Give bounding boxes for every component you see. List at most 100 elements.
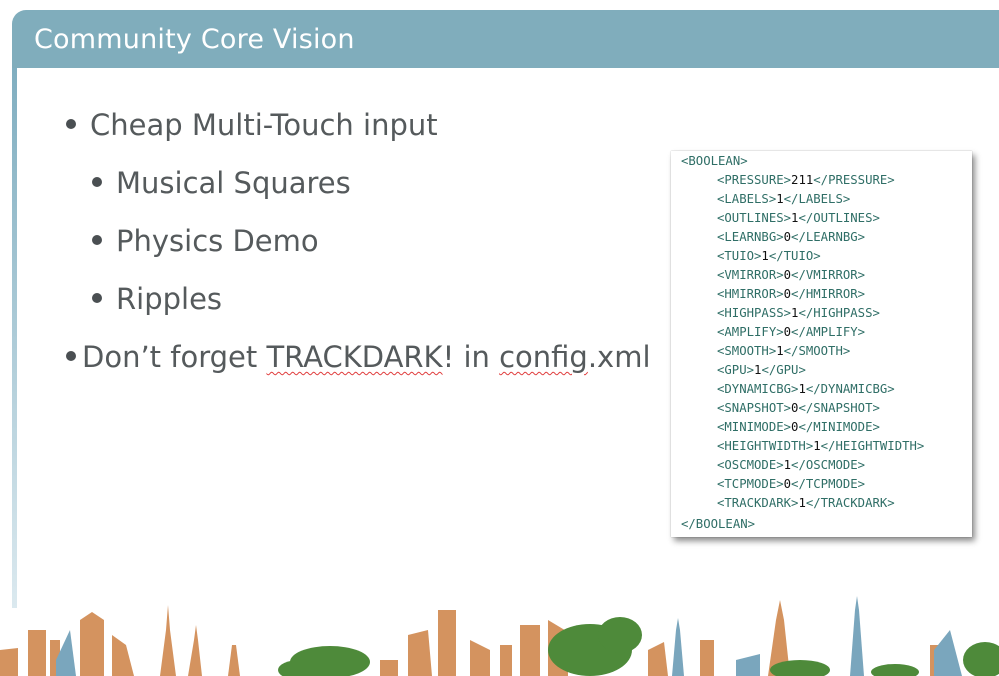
- xml-entry-outlines: <OUTLINES>1</OUTLINES>: [717, 209, 880, 228]
- bullet-dot-icon: [66, 351, 76, 361]
- xml-value: 1: [798, 496, 806, 510]
- xml-entry-pressure: <PRESSURE>211</PRESSURE>: [717, 171, 895, 190]
- xml-open-tag: <SNAPSHOT>: [717, 401, 792, 415]
- xml-open-tag: <HMIRROR>: [717, 287, 784, 301]
- xml-open-tag: <TCPMODE>: [717, 477, 784, 491]
- xml-open-tag: <GPU>: [717, 363, 755, 377]
- xml-value: 0: [783, 325, 792, 339]
- bullet-dot-icon: [92, 235, 102, 245]
- slide-title: Community Core Vision: [34, 24, 355, 55]
- xml-value: 0: [783, 268, 792, 282]
- xml-value: 0: [783, 477, 792, 491]
- xml-close-tag: </TCPMODE>: [791, 477, 866, 491]
- xml-value: 1: [761, 249, 769, 263]
- note-file-stem: config: [499, 340, 588, 374]
- xml-entry-vmirror: <VMIRROR>0</VMIRROR>: [717, 266, 865, 285]
- bullet-dot-icon: [92, 293, 102, 303]
- bullet-item: Physics Demo: [92, 224, 319, 258]
- xml-entry-amplify: <AMPLIFY>0</AMPLIFY>: [717, 323, 865, 342]
- xml-value: 1: [798, 382, 806, 396]
- xml-open-tag: <LEARNBG>: [717, 230, 784, 244]
- xml-open-tag: <PRESSURE>: [717, 173, 792, 187]
- skyline-buildings: [0, 600, 946, 676]
- bullet-item: Cheap Multi-Touch input: [66, 108, 438, 142]
- title-bar: Community Core Vision: [12, 10, 999, 68]
- xml-value: 1: [791, 306, 799, 320]
- xml-value: 0: [783, 287, 792, 301]
- xml-entry-minimode: <MINIMODE>0</MINIMODE>: [717, 418, 880, 437]
- xml-value: 1: [776, 344, 784, 358]
- xml-open-tag: <VMIRROR>: [717, 268, 784, 282]
- city-skyline-illustration: [0, 596, 999, 676]
- xml-close-tag: </OUTLINES>: [798, 211, 880, 225]
- xml-open-root: <BOOLEAN>: [681, 154, 748, 168]
- note-file-ext: .xml: [587, 340, 651, 374]
- xml-value: 0: [791, 420, 799, 434]
- left-accent-rule: [12, 68, 17, 608]
- xml-value: 1: [776, 192, 784, 206]
- bullet-dot-icon: [66, 119, 76, 129]
- note-term: TRACKDARK: [266, 340, 443, 374]
- xml-entry-labels: <LABELS>1</LABELS>: [717, 190, 850, 209]
- xml-close-tag: </DYNAMICBG>: [805, 382, 895, 396]
- xml-open-tag: <LABELS>: [717, 192, 777, 206]
- bullet-text: Cheap Multi-Touch input: [90, 108, 438, 142]
- xml-close-tag: </TRACKDARK>: [805, 496, 895, 510]
- xml-close-tag: </HMIRROR>: [791, 287, 866, 301]
- xml-open-tag: <TRACKDARK>: [717, 496, 799, 510]
- xml-open-tag: <AMPLIFY>: [717, 325, 784, 339]
- xml-entry-tuio: <TUIO>1</TUIO>: [717, 247, 821, 266]
- bullet-item: Ripples: [92, 282, 222, 316]
- xml-open-tag: <HEIGHTWIDTH>: [717, 439, 814, 453]
- xml-entry-learnbg: <LEARNBG>0</LEARNBG>: [717, 228, 865, 247]
- xml-value: 211: [791, 173, 814, 187]
- xml-entry-snapshot: <SNAPSHOT>0</SNAPSHOT>: [717, 399, 880, 418]
- xml-close-tag: </HEIGHTWIDTH>: [820, 439, 925, 453]
- xml-value: 1: [813, 439, 821, 453]
- xml-close-tag: </VMIRROR>: [791, 268, 866, 282]
- xml-close-tag: </AMPLIFY>: [791, 325, 866, 339]
- bullet-text: Musical Squares: [116, 166, 351, 200]
- xml-value: 0: [791, 401, 799, 415]
- xml-open-tag: <OUTLINES>: [717, 211, 792, 225]
- xml-close-tag: </LEARNBG>: [791, 230, 866, 244]
- xml-open-tag: <OSCMODE>: [717, 458, 784, 472]
- xml-entry-gpu: <GPU>1</GPU>: [717, 361, 806, 380]
- xml-close-root: </BOOLEAN>: [681, 517, 756, 531]
- xml-entry-smooth: <SMOOTH>1</SMOOTH>: [717, 342, 850, 361]
- xml-value: 1: [783, 458, 792, 472]
- xml-entry-dynamicbg: <DYNAMICBG>1</DYNAMICBG>: [717, 380, 895, 399]
- bullet-text: Physics Demo: [116, 224, 319, 258]
- xml-close-tag: </PRESSURE>: [813, 173, 895, 187]
- xml-entry-heightwidth: <HEIGHTWIDTH>1</HEIGHTWIDTH>: [717, 437, 924, 456]
- xml-open-tag: <SMOOTH>: [717, 344, 777, 358]
- note-item: Don’t forget TRACKDARK! in config.xml: [66, 340, 651, 374]
- xml-entry-hmirror: <HMIRROR>0</HMIRROR>: [717, 285, 865, 304]
- xml-close-tag: </GPU>: [761, 363, 806, 377]
- xml-open-tag: <HIGHPASS>: [717, 306, 792, 320]
- config-xml-screenshot: <BOOLEAN> <PRESSURE>211</PRESSURE><LABEL…: [671, 151, 972, 537]
- xml-close-tag: </HIGHPASS>: [798, 306, 880, 320]
- note-middle: ! in: [442, 340, 500, 374]
- xml-close-tag: </MINIMODE>: [798, 420, 880, 434]
- xml-value: 0: [783, 230, 792, 244]
- xml-close-tag: </SMOOTH>: [783, 344, 851, 358]
- bullet-item: Musical Squares: [92, 166, 351, 200]
- xml-open-tag: <MINIMODE>: [717, 420, 792, 434]
- xml-value: 1: [754, 363, 762, 377]
- xml-entry-tcpmode: <TCPMODE>0</TCPMODE>: [717, 475, 865, 494]
- skyline-blue-buildings: [56, 596, 962, 676]
- bullet-text: Ripples: [116, 282, 223, 316]
- xml-entry-highpass: <HIGHPASS>1</HIGHPASS>: [717, 304, 880, 323]
- skyline-trees: [278, 617, 999, 676]
- xml-close-tag: </LABELS>: [783, 192, 851, 206]
- xml-close-tag: </OSCMODE>: [791, 458, 866, 472]
- xml-open-tag: <TUIO>: [717, 249, 762, 263]
- xml-entry-trackdark: <TRACKDARK>1</TRACKDARK>: [717, 494, 895, 513]
- xml-entry-oscmode: <OSCMODE>1</OSCMODE>: [717, 456, 865, 475]
- xml-close-tag: </SNAPSHOT>: [798, 401, 880, 415]
- note-prefix: Don’t forget: [82, 340, 267, 374]
- xml-close-tag: </TUIO>: [768, 249, 821, 263]
- xml-open-tag: <DYNAMICBG>: [717, 382, 799, 396]
- bullet-dot-icon: [92, 177, 102, 187]
